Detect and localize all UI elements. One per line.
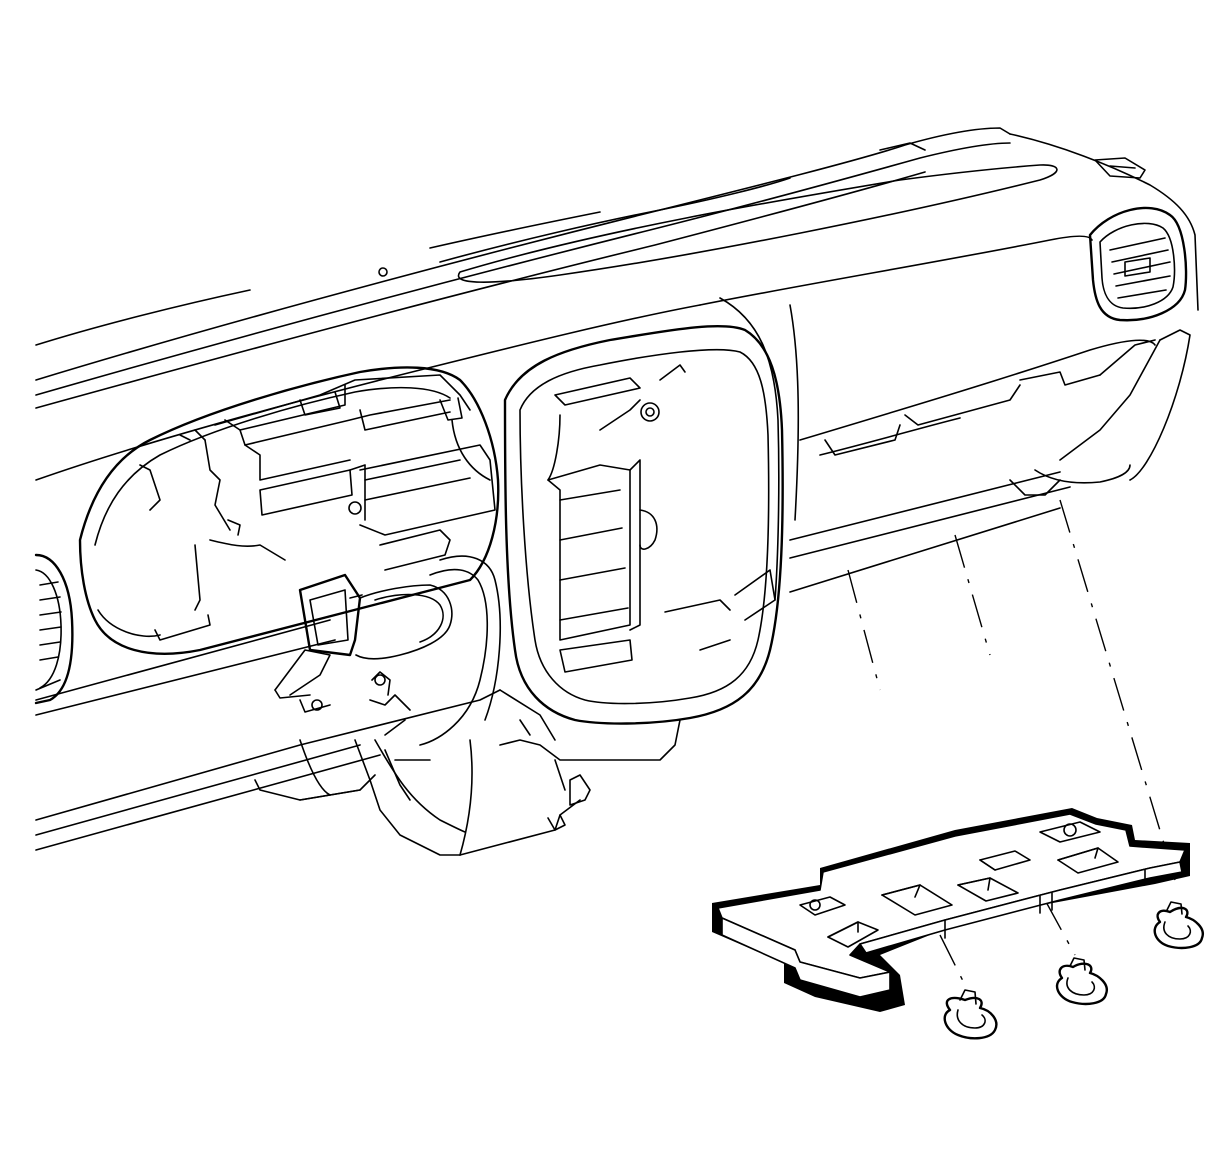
panel-left-end [34, 553, 556, 851]
insulator-panel [712, 808, 1190, 1012]
alignment-lines [847, 499, 1176, 986]
cluster-opening [78, 366, 500, 655]
panel-front-face [35, 235, 1191, 601]
panel-top-edge [35, 127, 1011, 409]
push-in-retainers [943, 901, 1204, 1040]
air-duct-and-connector [274, 555, 501, 746]
panel-top-surface [378, 133, 1199, 311]
retainer-left [943, 989, 998, 1040]
instrument-panel [34, 127, 1199, 986]
right-air-vent [1088, 206, 1188, 322]
center-stack-opening [503, 325, 784, 725]
hvac-module [139, 374, 496, 611]
retainer-right [1153, 901, 1204, 950]
retainer-center [1055, 957, 1108, 1006]
lower-center-housing [254, 719, 681, 856]
insulator-holes [799, 821, 1119, 948]
